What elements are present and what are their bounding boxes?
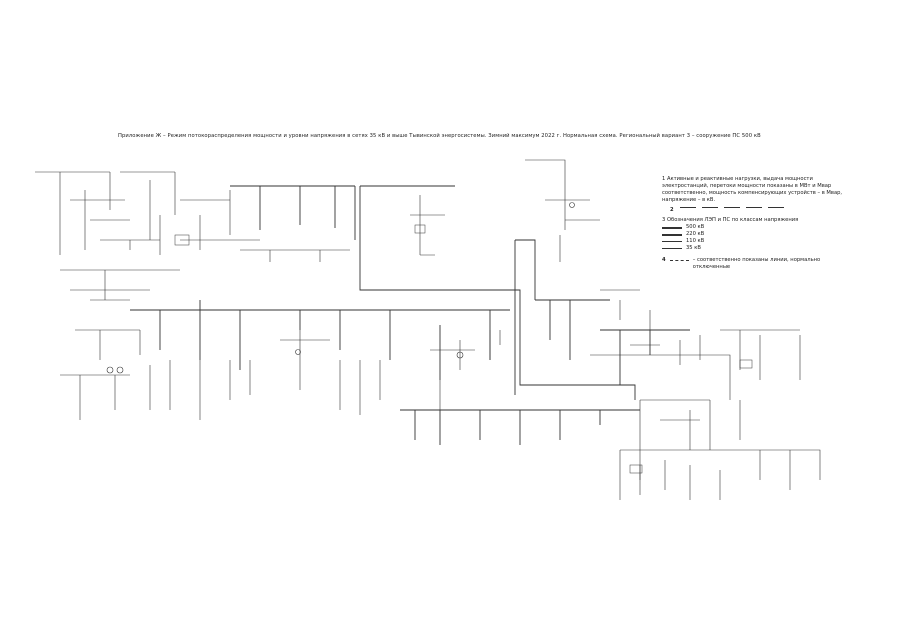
- legend-label-220: 220 кВ: [686, 231, 705, 237]
- legend-note-3: 3 Обозначения ЛЭП и ПС по классам напряж…: [662, 217, 799, 223]
- legend-symbol: [745, 207, 762, 214]
- line-swatch-500: [662, 226, 682, 229]
- line-segment: [600, 289, 660, 346]
- line-segment: [430, 330, 501, 410]
- legend-symbols: 2: [670, 207, 852, 214]
- legend-symbol: [701, 207, 718, 214]
- bus-line: [535, 299, 690, 385]
- line-swatch-35: [662, 248, 682, 249]
- line-segment: [240, 249, 350, 262]
- line-segment: [35, 171, 176, 255]
- substation-box: [414, 224, 426, 234]
- line-segment: [735, 449, 821, 490]
- substation-node: [106, 366, 114, 374]
- legend-row-500: 500 кВ: [662, 224, 852, 231]
- line-segment: [60, 329, 141, 420]
- line-segment: [639, 399, 741, 480]
- substation-box: [739, 359, 753, 369]
- line-segment: [60, 269, 180, 301]
- legend-row-35: 35 кВ: [662, 245, 852, 252]
- legend-note-4-number: 4: [662, 257, 666, 263]
- bus-line: [359, 185, 636, 400]
- line-segment: [590, 329, 801, 400]
- substation-node: [116, 366, 124, 374]
- substation-node: [456, 351, 464, 359]
- line-segment: [180, 190, 260, 250]
- line-swatch-disconnected: [669, 260, 689, 261]
- substation-node: [295, 349, 301, 355]
- substation-box: [174, 234, 190, 246]
- line-segment: [70, 199, 161, 255]
- legend-note-4: – соответственно показаны линии, нормаль…: [692, 257, 821, 270]
- legend-symbol: [679, 207, 696, 214]
- page-title: Приложение Ж – Режим потокораспределения…: [118, 133, 761, 139]
- legend-label-110: 110 кВ: [686, 238, 705, 244]
- substation-box: [629, 464, 643, 474]
- legend-row-110: 110 кВ: [662, 238, 852, 245]
- line-segment: [619, 449, 735, 500]
- line-segment: [149, 360, 251, 420]
- bus-line: [400, 409, 640, 445]
- legend-row-220: 220 кВ: [662, 231, 852, 238]
- bus-line: [514, 239, 536, 395]
- legend-label-500: 500 кВ: [686, 224, 705, 230]
- legend-row-note-4: 4 – соответственно показаны линии, норма…: [662, 257, 852, 271]
- line-swatch-220: [662, 233, 682, 236]
- substation-node: [569, 202, 575, 208]
- legend-note-2-number: 2: [670, 207, 674, 213]
- line-swatch-110: [662, 241, 682, 242]
- legend-symbol: [723, 207, 740, 214]
- legend-note-1: 1 Активные и реактивные нагрузки, выдача…: [662, 176, 843, 203]
- line-segment: [525, 159, 600, 262]
- legend-label-35: 35 кВ: [686, 245, 701, 251]
- line-segment: [280, 330, 381, 415]
- legend: 1 Активные и реактивные нагрузки, выдача…: [662, 176, 852, 271]
- bus-line: [230, 185, 356, 240]
- legend-symbol: [767, 207, 784, 214]
